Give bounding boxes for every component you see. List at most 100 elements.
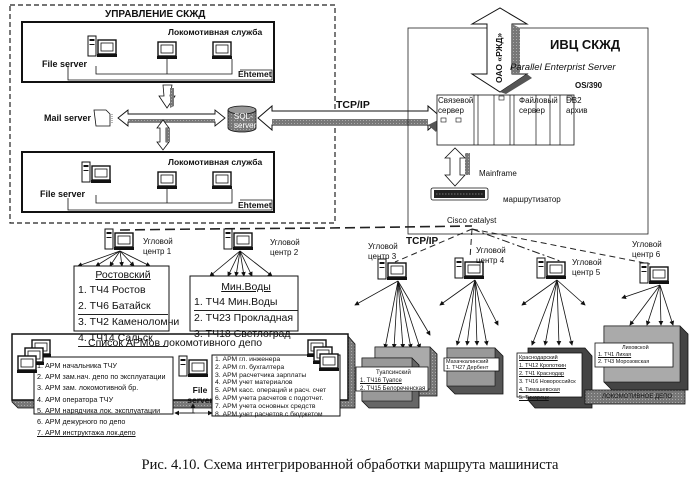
depot-item: 1. ТЧ4 Ростов (78, 284, 146, 296)
arm-item: 2. АРМ зам.нач. депо по эксплуатации (37, 372, 166, 382)
depot-item: 2. ТЧ6 Батайск (78, 299, 168, 315)
center-1-label: Угловой центр 1 (143, 237, 173, 256)
arm-list-left: 1. АРМ начальника ТЧУ 2. АРМ зам.нач. де… (37, 360, 166, 438)
depot-item: 1. ТЧ12 Кропоткин (519, 363, 567, 369)
depot-title: Лиховской (622, 345, 649, 351)
arm-item: 8. АРМ учет расчетов с бюджетом (215, 410, 323, 418)
rzd-arrow (470, 7, 532, 94)
depot-item: 1. ТЧ27 Дербент (446, 365, 489, 371)
router-icon (430, 187, 489, 201)
depot-box-rostov (73, 265, 170, 332)
depot-list-makhach: Махачкалинский 1. ТЧ27 Дербент (446, 359, 488, 371)
file-server-bottom-label: File server (40, 189, 86, 199)
tcpip-main-label: TCP/IP (336, 99, 370, 111)
file-server-top-icon (87, 35, 118, 58)
rzd-arrow-label: ОАО «РЖД» (494, 32, 504, 83)
workstation-icon (211, 41, 233, 60)
ethernet-bottom-label: Ehtemet (238, 200, 272, 210)
arm-file-server-label: File server (187, 385, 213, 405)
module-db2-archive: DB2 архив (566, 96, 588, 115)
depot-title: Краснодарский (519, 355, 558, 361)
service-top-label: Локомотивная служба (168, 27, 263, 37)
file-server-top-label: File server (42, 59, 88, 69)
center-3-pc-icon (377, 258, 408, 281)
internal-bus-arrow (117, 109, 226, 127)
arm-item: 4. АРМ оператора ТЧУ (37, 394, 114, 404)
arm-item: 4. АРМ учет материалов (215, 379, 293, 387)
file-server-bottom-icon (81, 161, 112, 184)
depot-list-rostov: Ростовский 1. ТЧ4 Ростов 2. ТЧ6 Батайск … (78, 268, 180, 347)
depot-item: 3. ТЧ18 Светлоград (194, 328, 291, 340)
center-6-pc-icon (639, 262, 670, 285)
figure-caption: Рис. 4.10. Схема интегрированной обработ… (141, 457, 559, 473)
depot-title: Туапсинский (376, 370, 411, 376)
service-bottom-label: Локомотивная служба (168, 157, 263, 167)
depot-item: 2. ТЧ1 Краснодар (519, 371, 565, 377)
arm-item: 3. АРМ расчетчика зарплаты (215, 371, 307, 379)
service-box-top (21, 21, 275, 83)
center-3-label: Угловой центр 3 (368, 242, 398, 261)
center-5-pc-icon (536, 257, 567, 280)
depot-item: 2. ТЧ15 Белореченская (360, 386, 426, 392)
depot-item: 1. ТЧ16 Туапсе (360, 378, 402, 384)
arm-item: 5. АРМ касс. операций и расч. счет (215, 387, 327, 395)
depot-item: 3. ТЧ2 Каменоломни (78, 316, 180, 328)
ivc-subtitle: Parallel Enterprist Server (510, 62, 616, 73)
depot-item: 5. Тихорецк (519, 395, 549, 401)
depot-box-minvody (189, 275, 299, 332)
center-4-label: Угловой центр 4 (476, 246, 506, 265)
mail-server-label: Mail server (44, 113, 92, 123)
center-6-label: Угловой центр 6 (632, 240, 662, 259)
ethernet-top-label: Ehtemet (238, 69, 272, 79)
tcpip-centers-label: TCP/IP (406, 236, 439, 247)
depot-title: Мин.Воды (221, 281, 271, 293)
depot-item: 2. ТЧ23 Прокладная (194, 312, 294, 324)
arm-item: 5. АРМ нарядчика лок. эксплуатации (37, 405, 161, 415)
depot-list-krasnodar: Краснодарский 1. ТЧ12 Кропоткин 2. ТЧ1 К… (519, 354, 576, 402)
fanout-arrows (77, 250, 675, 349)
module-file-server: Файловый сервер (519, 96, 558, 115)
depot-item: 4. Тимашевская (519, 387, 560, 393)
management-title: УПРАВЛЕНИЕ СКЖД (105, 9, 206, 20)
workstation-icon (211, 171, 233, 190)
sql-server-icon (227, 105, 257, 133)
module-comm-server: Связевой сервер (438, 96, 474, 115)
depot-stack-krasnodar (516, 347, 593, 409)
mainframe-arrow (444, 147, 470, 187)
center-2-label: Угловой центр 2 (270, 238, 300, 257)
service-box-bottom (21, 151, 275, 213)
mainframe-rack (436, 94, 575, 146)
center-1-pc-icon (104, 228, 135, 251)
center-links (394, 228, 651, 265)
arm-item: 1. АРМ начальника ТЧУ (37, 361, 117, 370)
depot-item: 3. ТЧ16 Новороссийск (519, 379, 576, 385)
depot-stack-makhach (443, 347, 504, 395)
arm-item: 6. АРМ дежурного по депо (37, 417, 126, 427)
depot-bar-label: ЛОКОМОТИВНОЕ ДЕПО (602, 394, 673, 400)
ivc-title: ИВЦ СКЖД (550, 37, 621, 52)
depot-item: 1. ТЧ1 Лихая (598, 352, 632, 358)
os-label: OS/390 (575, 81, 603, 90)
depot-title: Махачкалинский (446, 359, 489, 365)
depot-item: 1. ТЧ4 Мин.Воды (194, 295, 298, 311)
arm-item: 6. АРМ учета расчетов с подотчет. (215, 394, 324, 402)
depot-list-likhaya: Лиховской 1. ТЧ1 Лихая 2. ТЧ3 Морозовска… (598, 345, 649, 366)
depot-list-tuapse: Туапсинский 1. ТЧ16 Туапсе 2. ТЧ15 Белор… (360, 369, 425, 393)
center-5-label: Угловой центр 5 (572, 258, 602, 277)
mainframe-label: Mainframe (479, 169, 517, 178)
arm-list-right: 1. АРМ гл. инженера 2. АРМ гл. бухгалтер… (215, 356, 326, 418)
wan-dashed-line (119, 225, 473, 231)
double-arrow-bottom (156, 119, 170, 151)
depot-stack-likhaya (584, 325, 689, 405)
center-2-pc-icon (223, 228, 254, 251)
router-label: маршрутизатор (503, 195, 561, 204)
mail-server-icon (93, 109, 113, 127)
ivc-box (407, 27, 649, 235)
arm-title: Список АРМов локомотивного депо (88, 337, 263, 349)
arm-item: 7. АРМ учета основных средств (215, 402, 316, 410)
depot-item: 2. ТЧ3 Морозовская (598, 359, 650, 365)
arm-item: 2. АРМ гл. бухгалтера (215, 363, 285, 371)
sql-server-label: SQL-server (234, 112, 257, 130)
depot-list-minvody: Мин.Воды 1. ТЧ4 Мин.Воды 2. ТЧ23 Проклад… (194, 280, 298, 343)
